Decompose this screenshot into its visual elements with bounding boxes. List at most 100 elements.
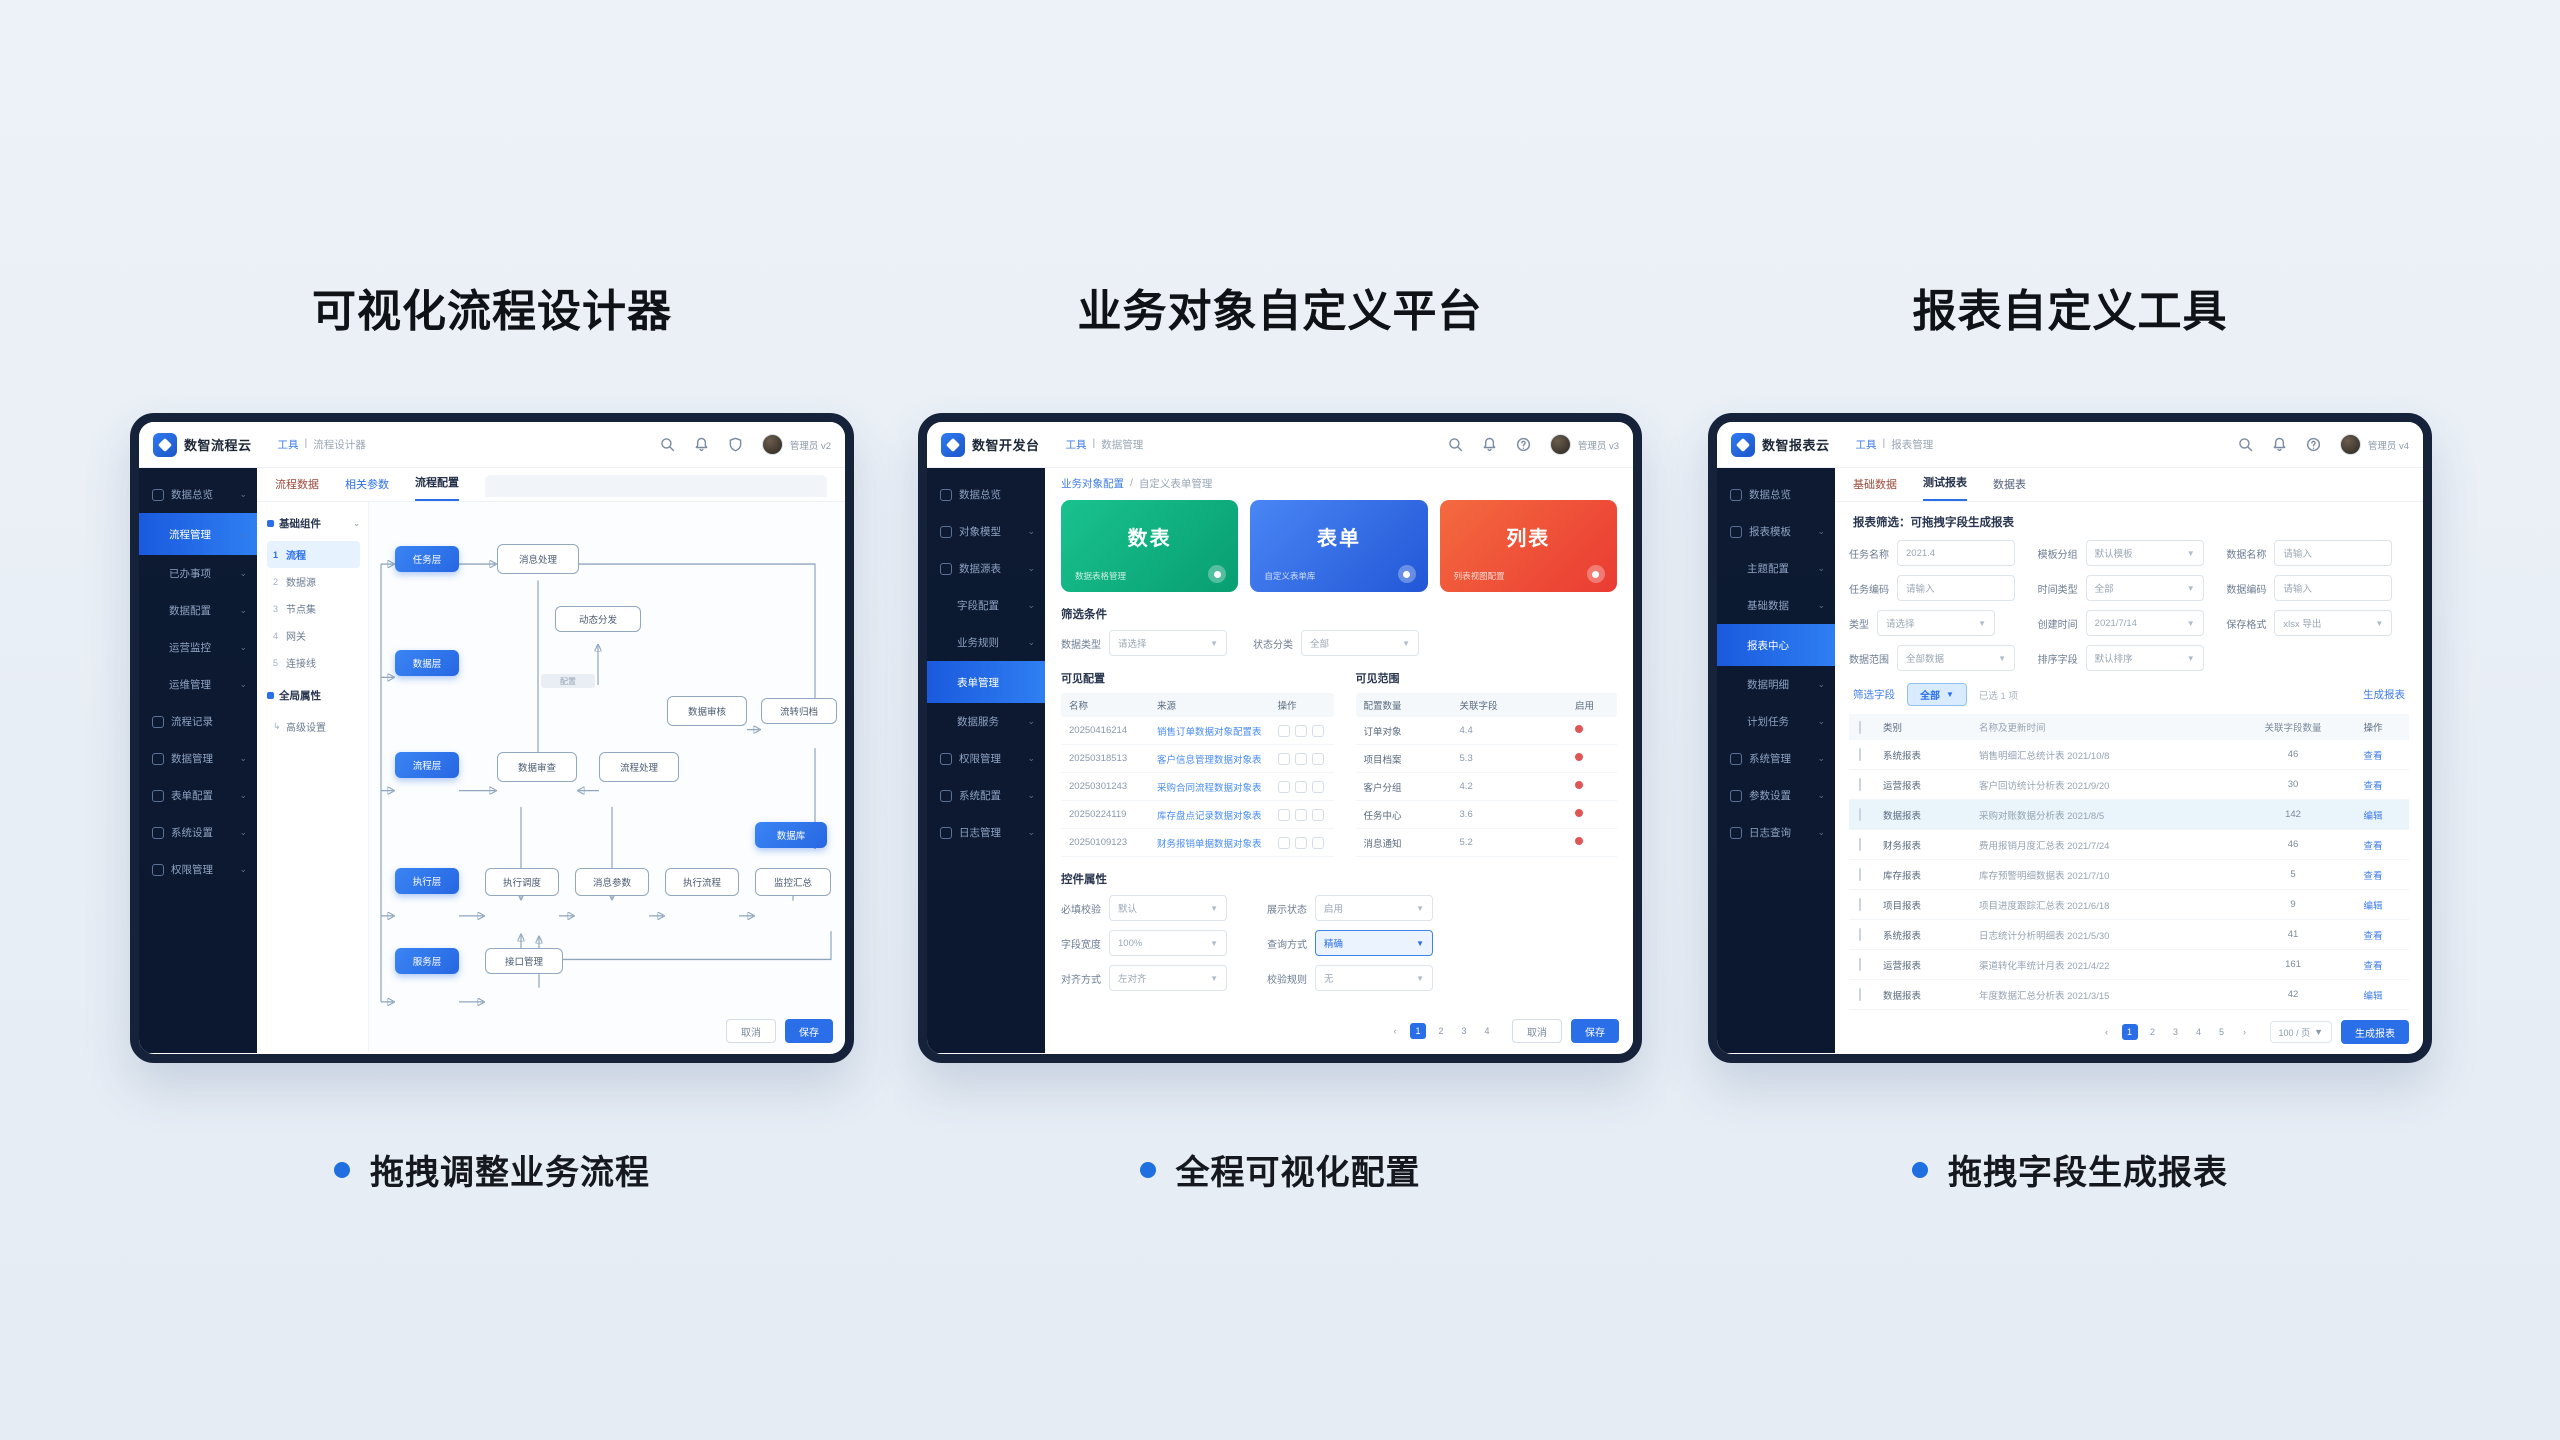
flow-db-node[interactable]: 数据库 [755, 822, 827, 848]
sidebar-item[interactable]: 数据配置⌄ [169, 605, 247, 617]
row-action-link[interactable]: 查看 [2363, 840, 2383, 852]
tab-flow-data[interactable]: 流程数据 [275, 479, 319, 491]
sidebar-item[interactable]: 主题配置⌄ [1747, 563, 1825, 575]
avatar[interactable] [2339, 434, 2361, 455]
row-checkbox[interactable] [1859, 958, 1861, 971]
row-action-link[interactable]: 编辑 [2363, 900, 2383, 912]
sidebar-item[interactable]: 日志管理⌄ [927, 814, 1045, 851]
row-checkbox[interactable] [1859, 838, 1861, 851]
row-action-icon[interactable] [1294, 780, 1307, 793]
sidebar-item[interactable]: 表单配置⌄ [139, 777, 257, 814]
card-form[interactable]: 表单 自定义表单库 [1250, 500, 1428, 592]
sidebar-item[interactable]: 数据总览⌄ [139, 476, 257, 513]
row-action-link[interactable]: 查看 [2363, 930, 2383, 942]
row-checkbox[interactable] [1859, 988, 1861, 1001]
prop-select[interactable]: 启用▼ [1315, 895, 1433, 921]
tree-item-advanced[interactable]: ↳高级设置 [273, 721, 326, 734]
row-action-icon[interactable] [1294, 808, 1307, 821]
row-action-icon[interactable] [1277, 752, 1290, 765]
row-action-icon[interactable] [1294, 752, 1307, 765]
page-prev[interactable]: ‹ [1393, 1026, 1397, 1036]
tab-params[interactable]: 相关参数 [345, 479, 389, 491]
save-format-select[interactable]: xlsx 导出▼ [2274, 610, 2393, 636]
row-action-icon[interactable] [1277, 808, 1290, 821]
row-action-link[interactable]: 查看 [2363, 750, 2383, 762]
page-prev[interactable]: ‹ [2105, 1027, 2109, 1037]
page-next[interactable]: › [2243, 1027, 2247, 1037]
flow-node[interactable]: 执行调度 [485, 868, 559, 896]
template-select[interactable]: 默认模板▼ [2085, 540, 2204, 566]
row-action-icon[interactable] [1294, 724, 1307, 737]
card-list[interactable]: 列表 列表视图配置 [1439, 500, 1617, 592]
flow-stage-node[interactable]: 任务层 [395, 546, 459, 572]
page-number-current[interactable]: 1 [1410, 1023, 1426, 1039]
bell-icon[interactable] [1482, 437, 1498, 453]
prop-select[interactable]: 无▼ [1315, 965, 1433, 991]
sidebar-item[interactable]: 参数设置⌄ [1717, 777, 1835, 814]
prop-select[interactable]: 左对齐▼ [1109, 965, 1227, 991]
sidebar-item[interactable]: 系统设置⌄ [139, 814, 257, 851]
sidebar-item[interactable]: 流程记录 [139, 703, 257, 740]
row-action-icon[interactable] [1277, 836, 1290, 849]
flow-node[interactable]: 监控汇总 [755, 868, 831, 896]
flow-stage-node[interactable]: 流程层 [395, 752, 459, 778]
sidebar-item-active[interactable]: 表单管理 [927, 661, 1045, 703]
flow-node[interactable]: 消息参数 [575, 868, 649, 896]
cancel-button[interactable]: 取消 [726, 1019, 776, 1043]
prop-select-active[interactable]: 精确▼ [1315, 930, 1433, 956]
cancel-button[interactable]: 取消 [1512, 1019, 1562, 1043]
sidebar-item-active[interactable]: 流程管理⌄ [139, 513, 257, 555]
flow-canvas[interactable]: 任务层 数据层 流程层 执行层 服务层 消息处理 动态分发 配置 数据审核 流转… [369, 502, 845, 1052]
save-button[interactable]: 保存 [785, 1019, 833, 1043]
search-icon[interactable] [2238, 437, 2254, 453]
row-action-icon[interactable] [1277, 780, 1290, 793]
sidebar-item[interactable]: 数据总览 [927, 476, 1045, 513]
create-time-select[interactable]: 2021/7/14▼ [2085, 610, 2204, 636]
tab-data-table[interactable]: 数据表 [1993, 479, 2026, 491]
row-action-icon[interactable] [1311, 780, 1324, 793]
sidebar-item[interactable]: 数据服务⌄ [957, 716, 1035, 728]
page-size-select[interactable]: 100 / 页▼ [2269, 1021, 2332, 1043]
flow-node[interactable]: 执行流程 [665, 868, 739, 896]
row-action-icon[interactable] [1311, 752, 1324, 765]
sidebar-item[interactable]: 权限管理⌄ [139, 851, 257, 888]
flow-stage-node[interactable]: 执行层 [395, 868, 459, 894]
avatar[interactable] [1549, 434, 1571, 455]
row-action-link[interactable]: 查看 [2363, 960, 2383, 972]
flow-stage-node[interactable]: 数据层 [395, 650, 459, 676]
flow-node[interactable]: 接口管理 [485, 948, 563, 974]
data-scope-select[interactable]: 全部数据▼ [1897, 645, 2015, 671]
page-number[interactable]: 3 [2173, 1027, 2179, 1037]
avatar[interactable] [761, 434, 783, 455]
help-icon[interactable] [2306, 437, 2322, 453]
sidebar-item[interactable]: 业务规则⌄ [957, 637, 1035, 649]
sidebar-item-active[interactable]: 报表中心 [1717, 624, 1835, 666]
row-action-link[interactable]: 查看 [2363, 780, 2383, 792]
flow-stage-node[interactable]: 服务层 [395, 948, 459, 974]
generate-report-link[interactable]: 生成报表 [2363, 689, 2405, 701]
row-checkbox[interactable] [1859, 748, 1861, 761]
select-all-checkbox[interactable] [1859, 720, 1861, 734]
sidebar-item[interactable]: 权限管理⌄ [927, 740, 1045, 777]
task-name-input[interactable]: 2021.4 [1897, 540, 2015, 566]
page-number[interactable]: 2 [2150, 1027, 2156, 1037]
row-action-icon[interactable] [1294, 836, 1307, 849]
sidebar-item[interactable]: 基础数据⌄ [1747, 600, 1825, 612]
sidebar-item[interactable]: 数据总览 [1717, 476, 1835, 513]
search-icon[interactable] [1448, 437, 1464, 453]
tab-base-data[interactable]: 基础数据 [1853, 479, 1897, 491]
type-select[interactable]: 请选择▼ [1877, 610, 1995, 636]
row-action-icon[interactable] [1311, 808, 1324, 821]
